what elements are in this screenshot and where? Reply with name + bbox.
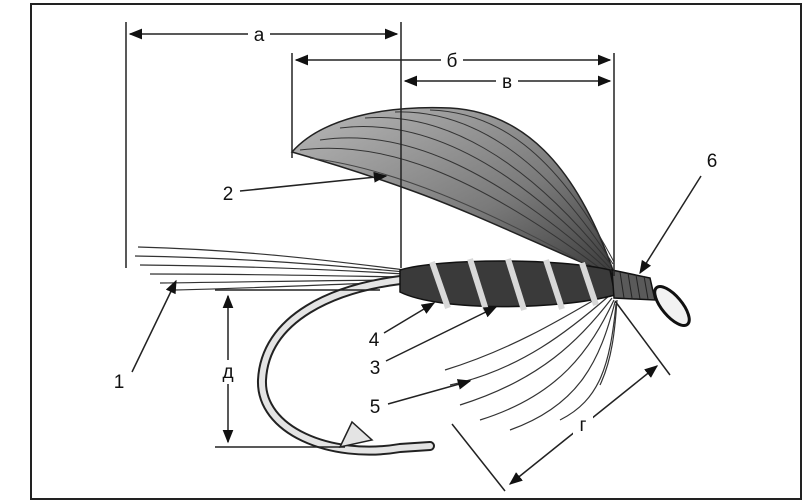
- dimension-a: а: [130, 24, 397, 46]
- callout-body: 3: [370, 307, 496, 379]
- dimension-b-label: б: [447, 51, 458, 72]
- dimension-v: в: [405, 71, 610, 93]
- callout-wing: 2: [223, 176, 386, 205]
- label-rib: 4: [369, 330, 380, 351]
- dimension-b: б: [296, 50, 610, 72]
- dimension-g-label: г: [580, 415, 587, 436]
- callout-hackle: 5: [370, 381, 470, 418]
- label-body: 3: [370, 358, 381, 379]
- hackle-fibers: [445, 293, 617, 430]
- label-head: 6: [707, 151, 718, 172]
- dimension-g: г: [510, 366, 657, 484]
- body-shape: [400, 259, 615, 310]
- dimension-a-label: а: [254, 25, 265, 46]
- callout-head: 6: [640, 151, 717, 273]
- label-tail: 1: [114, 372, 125, 393]
- hook-shape: [262, 278, 430, 451]
- dimension-d-label: д: [222, 362, 233, 383]
- fly-illustration: [135, 108, 695, 451]
- wing-shape: [292, 108, 615, 276]
- label-hackle: 5: [370, 397, 381, 418]
- head-shape: [612, 270, 695, 331]
- diagram-border: [31, 4, 801, 499]
- dimension-d: д: [218, 296, 238, 442]
- label-wing: 2: [223, 184, 234, 205]
- callout-rib: 4: [369, 303, 434, 351]
- dimension-v-label: в: [502, 72, 512, 93]
- callout-tail: 1: [114, 281, 176, 393]
